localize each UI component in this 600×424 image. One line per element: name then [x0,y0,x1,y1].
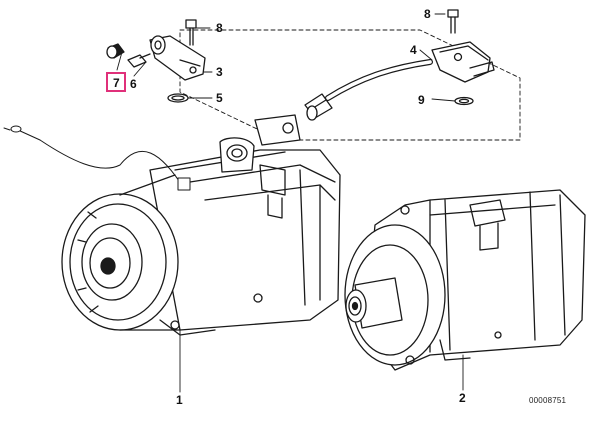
compressor-without-clutch [344,189,586,371]
callout-1: 1 [176,393,183,407]
callout-8-left: 8 [216,21,223,35]
assembly-dashed-frame [179,29,521,141]
wire-harness [3,125,191,191]
pressure-switch-fittings [106,9,474,106]
callout-8-right: 8 [424,7,431,21]
diagram-reference-number: 00008751 [529,396,567,405]
callout-7-highlight: 7 [106,72,126,92]
callout-2: 2 [459,391,466,405]
refrigerant-pipe [304,41,495,121]
callout-3: 3 [216,65,223,79]
callout-7: 7 [113,76,120,90]
leader-lines [116,13,464,393]
callout-4: 4 [410,43,417,57]
callout-5: 5 [216,91,223,105]
callout-9: 9 [418,93,425,107]
callout-6: 6 [130,77,137,91]
compressor-with-clutch [61,114,341,336]
